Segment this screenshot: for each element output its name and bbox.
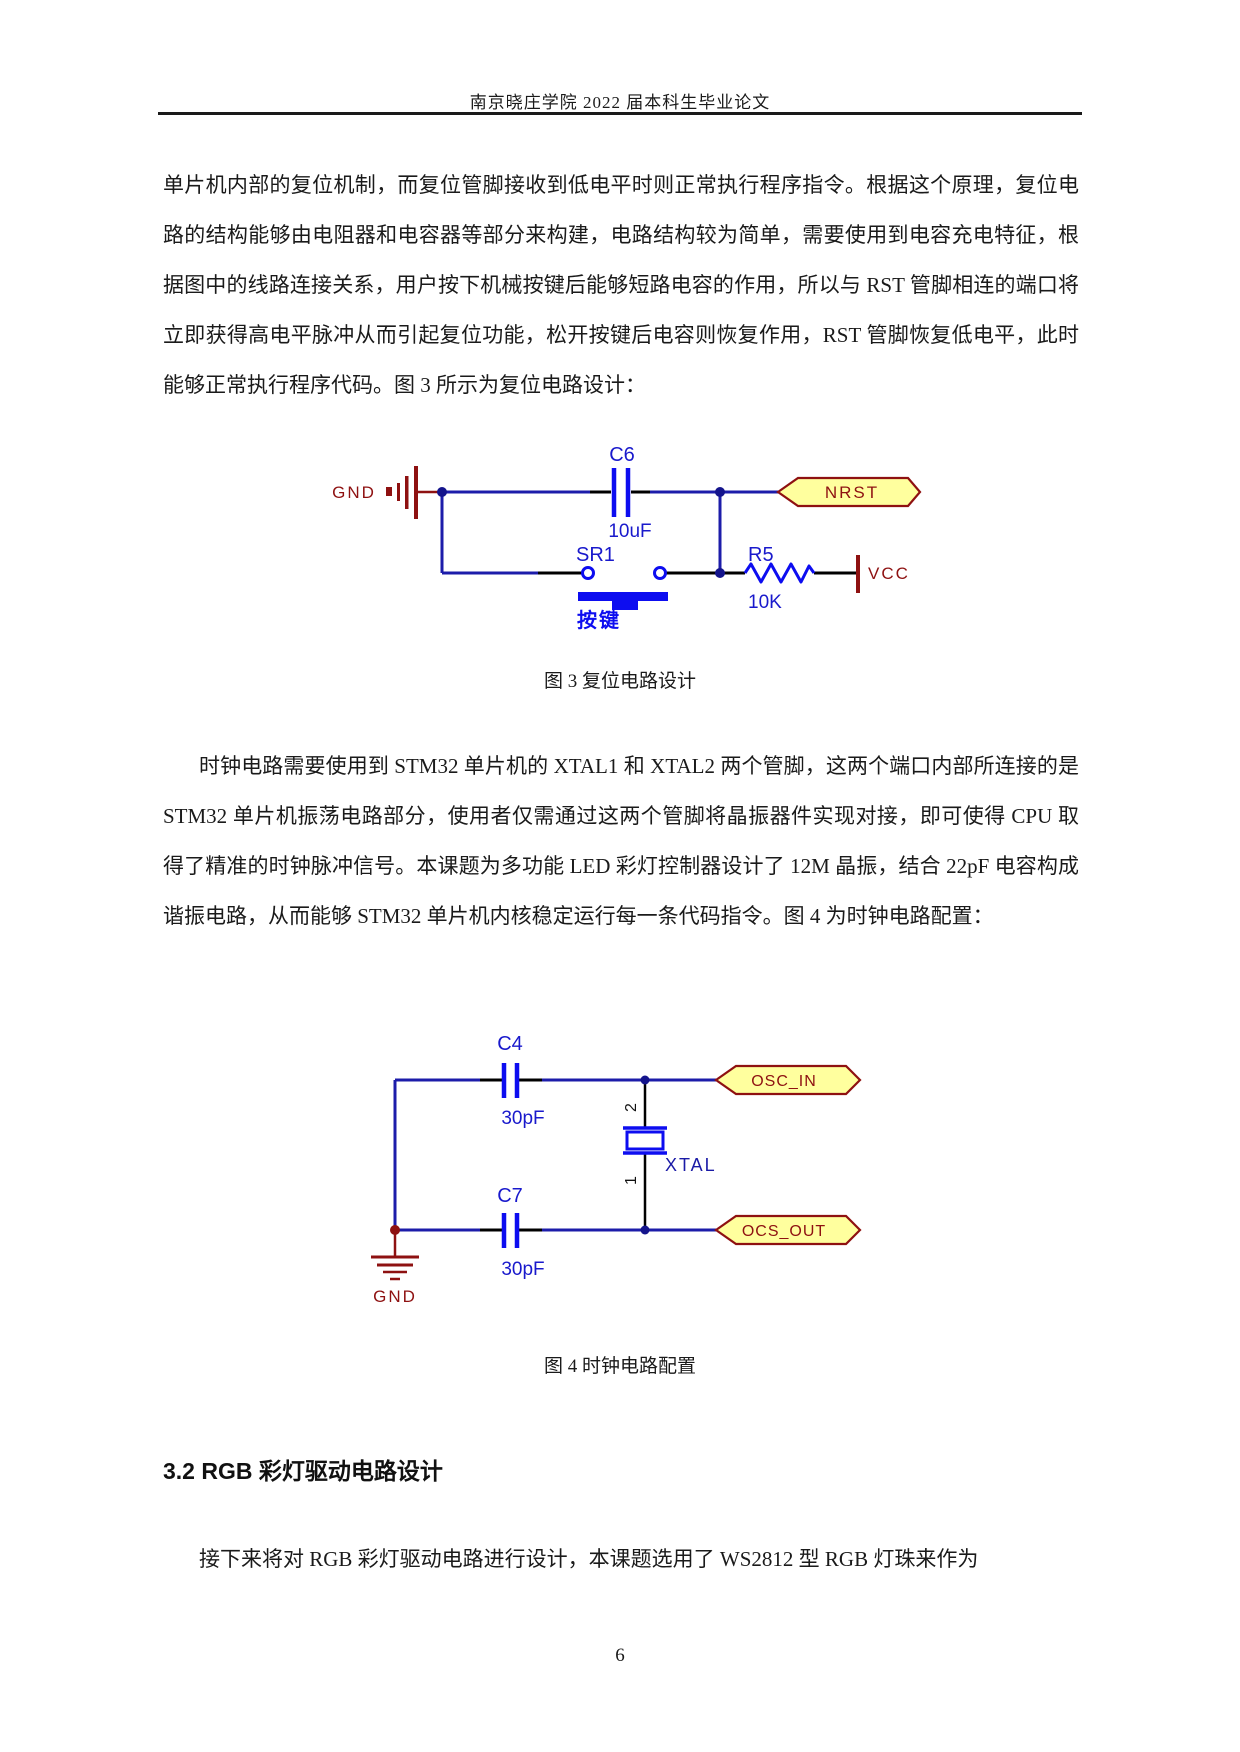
figure4-caption: 图 4 时钟电路配置 [543, 1356, 696, 1377]
c4-value-label: 30pF [501, 1108, 544, 1129]
junction-dot [715, 487, 725, 497]
capacitor-c6: C6 10uF [608, 444, 651, 542]
c7-ref-label: C7 [497, 1185, 523, 1207]
paragraph-1: 单片机内部的复位机制，而复位管脚接收到低电平时则正常执行程序指令。根据这个原理，… [163, 173, 1079, 397]
crystal-xtal: 2 1 XTAL [623, 1080, 717, 1230]
c6-ref-label: C6 [609, 444, 635, 466]
page-header: 南京晓庄学院 2022 届本科生毕业论文 [469, 93, 771, 112]
capacitor-c4: C4 30pF [497, 1033, 544, 1129]
figure4-clock-circuit: C4 30pF C7 30pF 2 1 XTAL [371, 1033, 862, 1306]
header-rule [158, 112, 1082, 115]
xtal-ref-label: XTAL [665, 1155, 717, 1175]
capacitor-c7: C7 30pF [497, 1185, 544, 1280]
vcc-symbol: VCC [856, 555, 910, 593]
junction-dot [640, 1225, 650, 1235]
c6-value-label: 10uF [608, 521, 651, 542]
gnd-label: GND [373, 1287, 417, 1306]
sr1-name-label: 按键 [577, 608, 621, 632]
net-flag-osc-in: OSC_IN [714, 1064, 862, 1096]
net-flag-ocs-out: OCS_OUT [714, 1214, 862, 1246]
osc-in-label: OSC_IN [751, 1073, 817, 1090]
sr1-ref-label: SR1 [576, 544, 615, 566]
page-number: 6 [615, 1645, 625, 1666]
junction-dot [715, 568, 725, 578]
push-button-sr1: SR1 按键 [576, 544, 668, 632]
ocs-out-label: OCS_OUT [742, 1223, 826, 1240]
paragraph-2: 时钟电路需要使用到 STM32 单片机的 XTAL1 和 XTAL2 两个管脚，… [163, 754, 1079, 928]
vcc-label: VCC [868, 564, 910, 583]
r5-ref-label: R5 [748, 544, 774, 566]
paragraph-3: 接下来将对 RGB 彩灯驱动电路进行设计，本课题选用了 WS2812 型 RGB… [199, 1547, 979, 1571]
junction-dot [437, 487, 447, 497]
c4-ref-label: C4 [497, 1033, 523, 1055]
section-heading: 3.2 RGB 彩灯驱动电路设计 [163, 1458, 443, 1484]
junction-dot [640, 1075, 650, 1085]
figure3-reset-circuit: GND C6 [332, 444, 922, 632]
xtal-pin2-label: 2 [623, 1103, 640, 1112]
figure3-caption: 图 3 复位电路设计 [543, 671, 696, 692]
xtal-pin1-label: 1 [623, 1176, 640, 1185]
nrst-label: NRST [825, 483, 879, 502]
net-flag-nrst: NRST [776, 476, 922, 508]
gnd-symbol: GND [332, 466, 440, 519]
c7-value-label: 30pF [501, 1259, 544, 1280]
resistor-r5: R5 10K [743, 544, 816, 613]
r5-value-label: 10K [748, 592, 782, 613]
gnd-label: GND [332, 483, 376, 502]
gnd-symbol: GND [371, 1225, 419, 1306]
